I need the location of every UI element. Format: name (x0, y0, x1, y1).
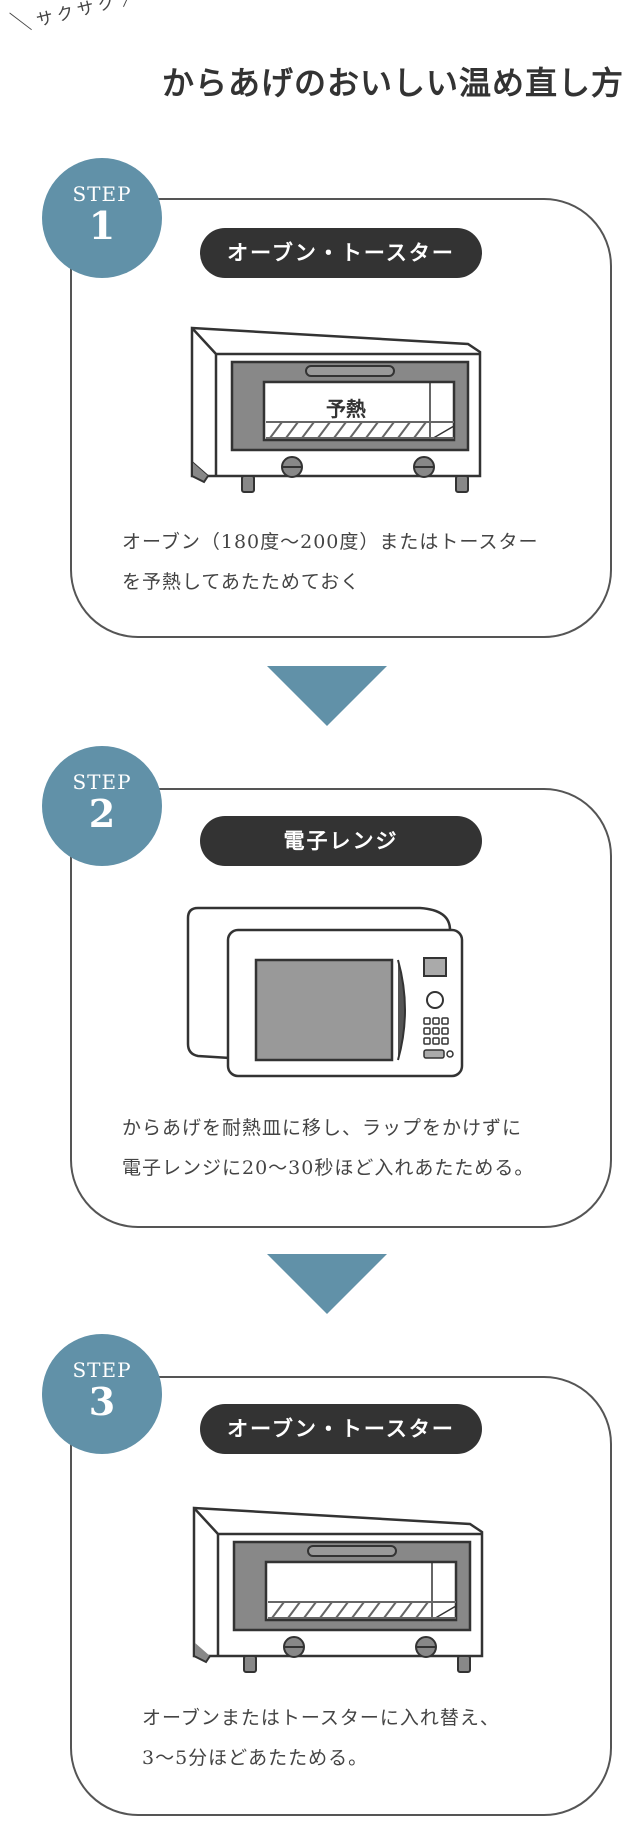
step-badge-1: STEP 1 (42, 158, 162, 278)
step-description-1: オーブン（180度〜200度）またはトースター を予熱してあたためておく (122, 522, 538, 602)
step-description-2: からあげを耐熱皿に移し、ラップをかけずに 電子レンジに20〜30秒ほど入れあたた… (122, 1108, 534, 1188)
step-badge-3: STEP 3 (42, 1334, 162, 1454)
toaster-oven-icon (192, 1506, 484, 1673)
step-badge-2: STEP 2 (42, 746, 162, 866)
description-line: オーブンまたはトースターに入れ替え、 (142, 1707, 500, 1729)
page-title: からあげのおいしい温め直し方 (161, 64, 624, 102)
description-line: 3〜5分ほどあたためる。 (142, 1747, 369, 1769)
tagline: ＼サクサク／ (4, 0, 148, 40)
preheat-label: 予熱 (326, 397, 366, 421)
description-line: オーブン（180度〜200度）またはトースター (122, 531, 539, 553)
step-label: STEP (72, 770, 132, 794)
step-label: STEP (72, 182, 132, 206)
step-number: 2 (88, 791, 116, 836)
description-line: を予熱してあたためておく (122, 571, 361, 593)
slash-mark: ＼ (8, 5, 37, 39)
toaster-oven-icon: 予熱 (190, 326, 482, 493)
appliance-pill-3: オーブン・トースター (200, 1404, 482, 1454)
step-label: STEP (72, 1358, 132, 1382)
tagline-text: サクサク (34, 0, 121, 32)
step-number: 1 (88, 203, 116, 248)
appliance-pill-2: 電子レンジ (200, 816, 482, 866)
microwave-icon (186, 906, 464, 1078)
step-description-3: オーブンまたはトースターに入れ替え、 3〜5分ほどあたためる。 (142, 1698, 500, 1778)
step-number: 3 (88, 1379, 116, 1424)
down-arrow-icon (267, 1254, 387, 1314)
description-line: 電子レンジに20〜30秒ほど入れあたためる。 (122, 1157, 535, 1179)
description-line: からあげを耐熱皿に移し、ラップをかけずに (122, 1117, 523, 1139)
appliance-pill-1: オーブン・トースター (200, 228, 482, 278)
down-arrow-icon (267, 666, 387, 726)
